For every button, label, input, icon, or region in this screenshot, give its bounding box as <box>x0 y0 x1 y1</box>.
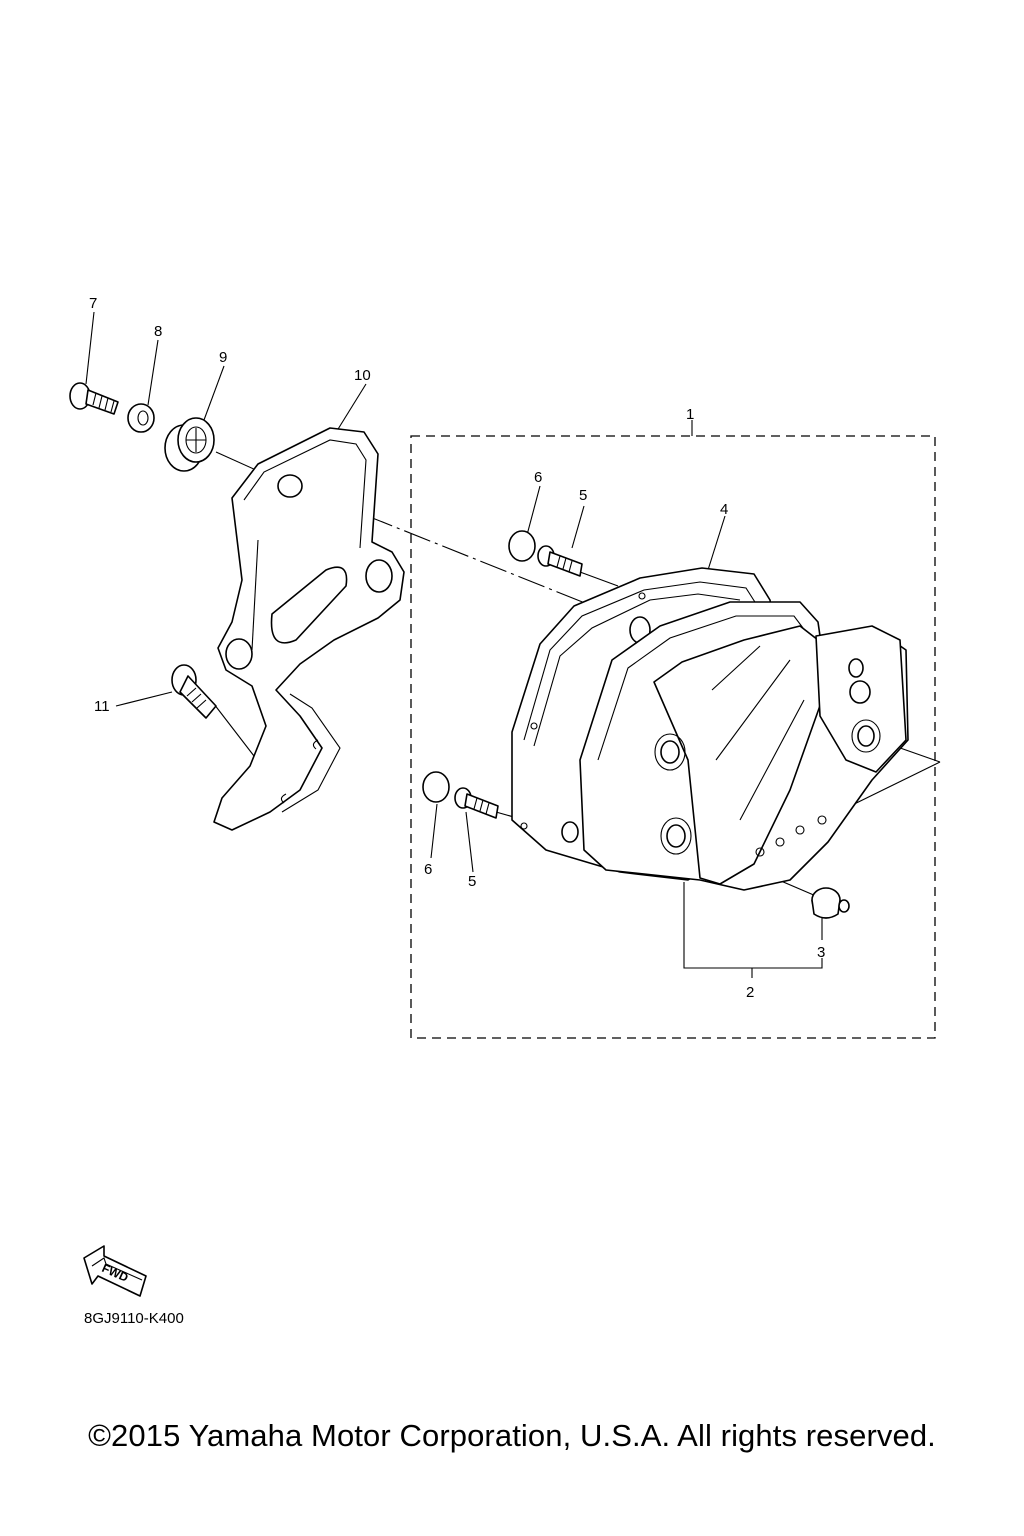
callout-1: 1 <box>686 406 694 423</box>
callout-9: 9 <box>219 349 227 366</box>
assembly-boundary <box>410 435 936 1039</box>
callout-6-lower: 6 <box>424 861 432 878</box>
cap-part-6-lower <box>422 771 450 803</box>
grommet-part-3 <box>811 887 850 919</box>
callout-10: 10 <box>354 367 371 384</box>
callout-3: 3 <box>817 944 825 961</box>
meter-assembly-part-2 <box>579 601 909 891</box>
callout-11: 11 <box>94 698 110 715</box>
callout-8: 8 <box>154 323 162 340</box>
bolt-part-7 <box>69 382 119 415</box>
callout-4: 4 <box>720 501 728 518</box>
cover-plate-part-10 <box>213 427 405 831</box>
bolt-part-11 <box>171 664 217 719</box>
callout-labels: 1 2 3 4 5 5 6 6 7 8 9 10 11 <box>89 295 825 1001</box>
callout-5-upper: 5 <box>579 487 587 504</box>
copyright-notice: ©2015 Yamaha Motor Corporation, U.S.A. A… <box>88 1418 936 1453</box>
washer-part-8 <box>127 403 155 433</box>
forward-direction-arrow-icon: FWD <box>83 1245 147 1297</box>
diagram-code: 8GJ9110-K400 <box>84 1310 184 1327</box>
leader-lines <box>85 311 823 978</box>
callout-5-lower: 5 <box>468 873 476 890</box>
screw-part-5-upper <box>537 545 583 577</box>
callout-7: 7 <box>89 295 97 312</box>
cap-part-6-upper <box>508 530 536 562</box>
callout-2: 2 <box>746 984 754 1001</box>
screw-part-5-lower <box>454 787 499 819</box>
grommet-part-9 <box>164 417 215 472</box>
callout-6-upper: 6 <box>534 469 542 486</box>
